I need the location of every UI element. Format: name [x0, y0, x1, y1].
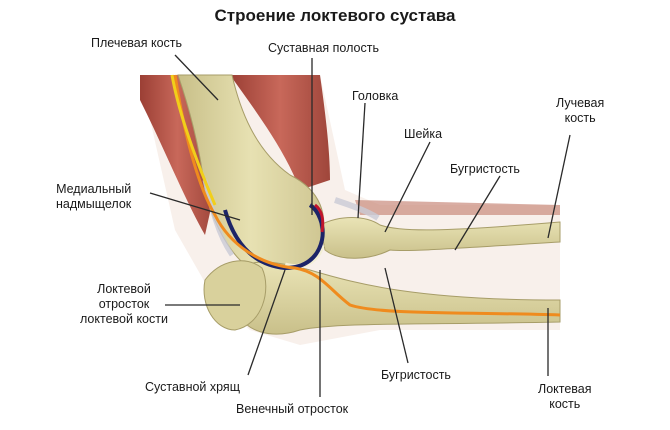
- pointer-neck: [384, 141, 431, 233]
- label-ulna-line2: кость: [549, 397, 581, 411]
- label-ulna-line1: Локтевая: [538, 382, 592, 396]
- label-olecranon-line2: отросток: [98, 297, 150, 311]
- label-olecranon: Локтевой отросток локтевой кости: [80, 282, 168, 327]
- label-tuberosity-lower: Бугристость: [381, 368, 451, 382]
- biceps-muscle: [230, 75, 330, 190]
- pointer-medial-epicondyle: [149, 192, 241, 221]
- label-ulna: Локтевая кость: [538, 382, 592, 412]
- label-olecranon-line1: Локтевой: [97, 282, 151, 296]
- pointer-humerus: [174, 54, 219, 101]
- label-radius: Лучевая кость: [556, 96, 604, 126]
- label-medial-epicondyle-line1: Медиальный: [56, 182, 132, 196]
- label-neck: Шейка: [404, 127, 443, 141]
- pointer-radius: [547, 134, 571, 239]
- label-radius-line1: Лучевая: [556, 96, 605, 110]
- pointer-lines: [149, 54, 571, 397]
- pointer-cartilage: [247, 269, 286, 376]
- label-joint-cavity: Суставная полость: [268, 41, 379, 55]
- joint-cavity: [314, 203, 325, 233]
- label-humerus: Плечевая кость: [91, 36, 183, 50]
- forearm-muscle: [355, 200, 560, 215]
- label-olecranon-line3: локтевой кости: [80, 312, 168, 326]
- label-cartilage: Суставной хрящ: [145, 380, 240, 394]
- joint-capsule: [223, 203, 325, 271]
- ulnar-nerve: [173, 74, 561, 317]
- ligament-lateral: [334, 197, 380, 221]
- label-tuberosity-upper: Бугристость: [450, 162, 520, 176]
- diagram-title: Строение локтевого сустава: [214, 6, 456, 25]
- label-head: Головка: [352, 89, 399, 103]
- label-radius-line2: кость: [564, 111, 596, 125]
- pointer-head: [357, 102, 366, 219]
- pointer-tuberosity-upper: [454, 175, 501, 251]
- label-coronoid-process: Венечный отросток: [236, 402, 349, 416]
- label-medial-epicondyle-line2: надмыщелок: [56, 197, 132, 211]
- label-medial-epicondyle: Медиальный надмыщелок: [56, 182, 131, 212]
- pointer-tuberosity-lower: [384, 267, 409, 364]
- ulna-bone: [234, 261, 561, 335]
- median-nerve: [170, 74, 217, 206]
- ulna-olecranon: [203, 260, 267, 331]
- radius-bone: [319, 217, 561, 259]
